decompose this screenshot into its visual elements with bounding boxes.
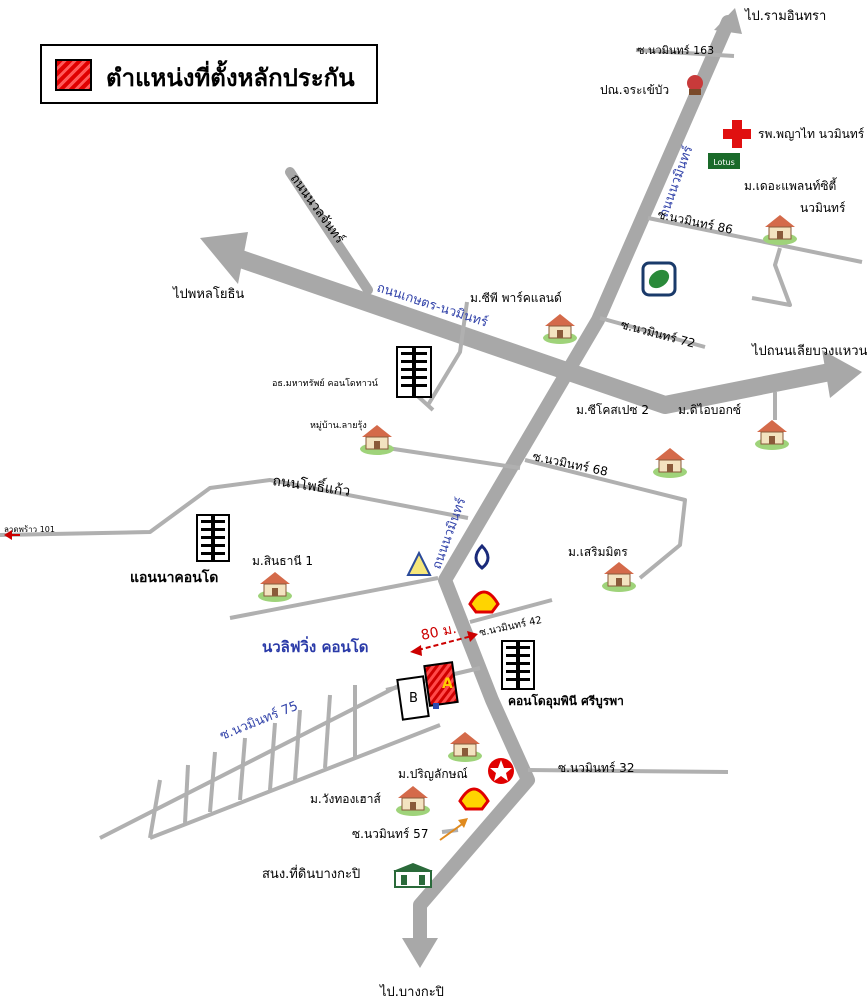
house-icon (543, 314, 577, 344)
label-sinthani: ม.สินธานี 1 (252, 554, 313, 568)
label-anna-condo: แอนนาคอนโด (130, 568, 218, 586)
label-lai-rung: หมู่บ้าน.ลายรุ้ง (310, 420, 367, 431)
legend-swatch (55, 59, 92, 91)
direction-bang-kapi: ไป.บางกะปิ (379, 984, 444, 999)
house-icon (653, 448, 687, 478)
arrow-south-icon (402, 938, 438, 968)
house-icon (755, 420, 789, 450)
soi-75-grid (99, 666, 481, 840)
soi-57-pointer (439, 818, 468, 841)
road-label-phokaeo: ถนนโพธิ์แก้ว (271, 470, 351, 500)
shell-logo-icon (458, 787, 490, 811)
soi-roads (0, 48, 863, 834)
land-office-icon (393, 863, 433, 888)
gas-station-leaf-icon (641, 261, 677, 297)
house-icon (602, 562, 636, 592)
direction-liap-wari: ไปถนนเลียบวงแหวน (751, 343, 867, 359)
condo-building-icon (501, 640, 535, 690)
house-icon (258, 572, 292, 602)
label-roemmit: ม.เสริมมิตร (568, 545, 628, 559)
road-label-nuanchan: ถนนนวลจันทร์ (287, 171, 348, 247)
arrow-north-icon (714, 8, 742, 34)
soi-label-32: ซ.นวมินทร์ 32 (558, 761, 634, 775)
main-road-nawamin (413, 15, 735, 952)
lotus-logo-icon: Lotus (708, 153, 740, 169)
label-the-plant-1: ม.เดอะแพลนท์ซิตี้ (744, 177, 837, 193)
hospital-cross-icon (723, 120, 751, 148)
distance-marker (410, 631, 478, 656)
label-d-ibox: ม.ดิไอบอกซ์ (678, 403, 741, 417)
ptt-logo-icon (406, 550, 432, 576)
post-office-icon (687, 75, 703, 95)
label-parinya: ม.ปริญลักษณ์ (398, 767, 468, 781)
arrow-lat-phrao-icon (4, 530, 20, 540)
label-hospital: รพ.พญาไท นวมินทร์ (758, 127, 865, 141)
label-land-office: สนง.ที่ดินบางกะปิ (262, 865, 360, 882)
arrow-west-icon (200, 232, 248, 284)
house-icon (360, 425, 394, 455)
label-cp-park: ม.ซีพี พาร์คแลนด์ (470, 291, 562, 305)
direction-phahonyothin: ไปพหลโยธิน (172, 286, 244, 302)
condo-building-icon (196, 514, 230, 562)
label-post-office: ปณ.จระเข้บัว (600, 83, 669, 97)
shell-logo-icon (468, 590, 500, 614)
label-nawa-living: นวลิฟวิ่ง คอนโด (262, 636, 369, 656)
direction-ram-inthra: ไป.รามอินทรา (744, 8, 826, 24)
soi-label-75: ซ.นวมินทร์ 75 (218, 698, 301, 744)
label-the-plant-2: นวมินทร์ (800, 201, 846, 215)
direction-lat-phrao: ลาดพร้าว 101 (4, 525, 55, 534)
arrow-east-icon (822, 350, 862, 398)
caltex-logo-icon (488, 758, 514, 784)
distance-label: 80 ม. (420, 621, 458, 644)
soi-label-68: ซ.นวมินทร์ 68 (531, 449, 609, 479)
label-phatsaraphan: อธ.มหาทรัพย์ คอนโดทาวน์ (272, 377, 378, 389)
marker-a: A (442, 676, 453, 692)
property-site: A B (396, 661, 459, 721)
map-legend: ตำแหน่งที่ตั้งหลักประกัน (40, 44, 378, 104)
house-icon (396, 786, 430, 816)
house-icon (763, 215, 797, 245)
label-wang-thong: ม.วังทองเฮาส์ (310, 792, 381, 806)
legend-label: ตำแหน่งที่ตั้งหลักประกัน (106, 64, 355, 92)
condo-building-icon (396, 346, 432, 398)
road-kaset-nawamin (235, 167, 832, 414)
soi-label-86: ซ.นวมินทร์ 86 (656, 207, 734, 237)
soi-label-163: ซ.นวมินทร์ 163 (637, 44, 714, 57)
label-umphini: คอนโดอุมพินี ศรีบูรพา (508, 693, 624, 709)
soi-label-57: ซ.นวมินทร์ 57 (352, 827, 428, 841)
soi-label-72: ซ.นวมินทร์ 72 (619, 317, 696, 350)
marker-b: B (409, 691, 418, 706)
lotus-text: Lotus (713, 158, 735, 167)
label-c-space: ม.ซีโคสเปซ 2 (576, 403, 649, 417)
house-icon (448, 732, 482, 762)
bangchak-logo-icon (474, 543, 490, 570)
